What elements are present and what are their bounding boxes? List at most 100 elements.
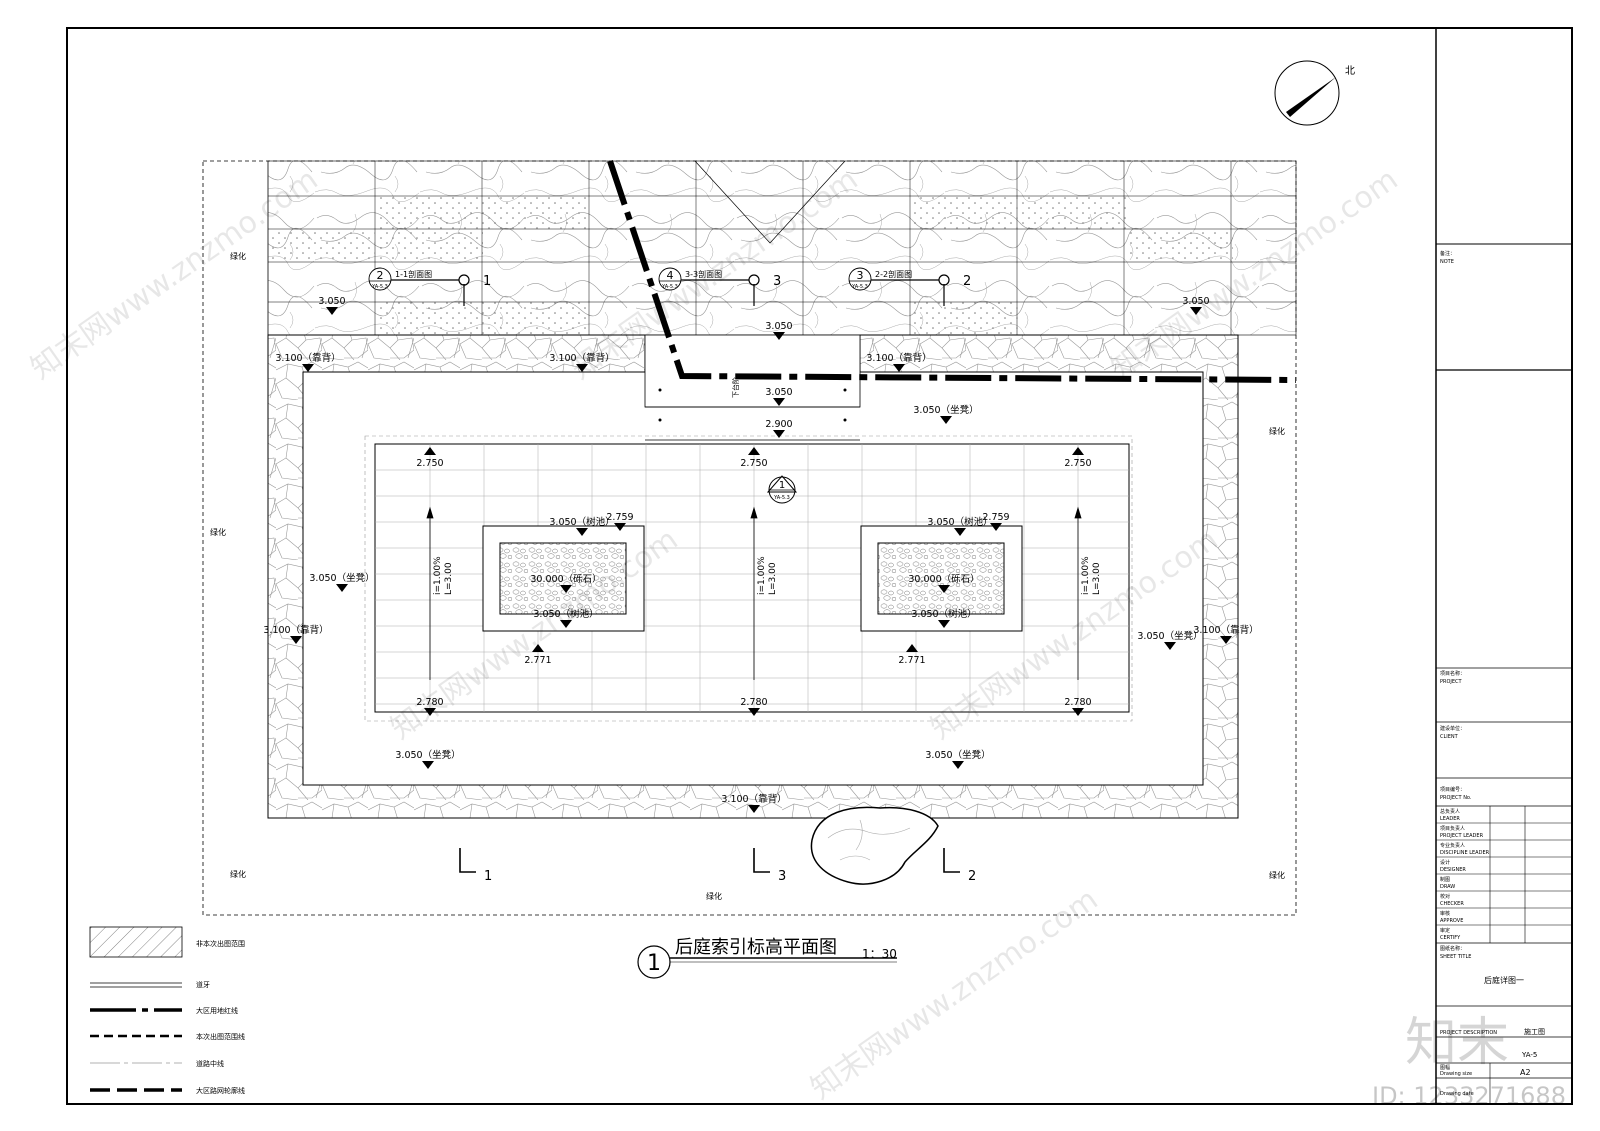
legend: 非本次出图范围 道牙 大区用地红线 本次出图范围线 道路中线 大区路网轮廓线 xyxy=(89,926,245,1095)
elevation-marks: 3.050 3.050 3.050 3.100（靠背） 3.100（靠背） 3.100（靠… xyxy=(263,296,1259,813)
project-label-cn: 项目名称： xyxy=(1440,670,1465,677)
description-value: 施工图 xyxy=(1524,1027,1545,1036)
slope-length: L=3.00 xyxy=(768,562,778,595)
elevation-value: 3.050（树池） xyxy=(533,608,598,620)
role-label-cn: 专业负责人 xyxy=(1440,842,1465,849)
elevation-value: 3.100（靠背） xyxy=(275,352,340,364)
elevation-value: 2.759 xyxy=(606,512,633,523)
drawing-title-block: 1 后庭索引标高平面图 1：30 xyxy=(637,937,897,979)
bottom-section-cuts xyxy=(459,848,960,873)
tree-pool-left xyxy=(482,525,645,632)
role-label-en: DESIGNER xyxy=(1440,867,1466,873)
elevation-mark: 3.050（坐凳） xyxy=(913,404,979,424)
role-label-cn: 设计 xyxy=(1440,859,1450,866)
elevation-mark: 3.100（靠背） xyxy=(721,793,787,813)
note-label-cn: 备注： xyxy=(1440,250,1455,257)
section-ref: YA-5.3 xyxy=(371,284,388,290)
district-red-line xyxy=(607,160,1297,383)
elevation-value: 3.100（靠背） xyxy=(1193,624,1258,636)
section-title: 3-3剖面图 xyxy=(685,269,722,279)
elevation-mark: 3.050（坐凳） xyxy=(1137,630,1203,650)
legend-label-center: 道路中线 xyxy=(196,1059,224,1068)
elevation-value: 2.750 xyxy=(1064,458,1091,469)
green-label-right: 绿化 xyxy=(1269,426,1285,436)
elevation-value: 3.050 xyxy=(318,296,345,307)
elevation-value: 3.100（靠背） xyxy=(263,624,328,636)
client-label-en: CLIENT xyxy=(1440,734,1459,740)
elevation-value: 30.000（砾石） xyxy=(908,573,979,585)
elevation-mark: 3.050（树池） xyxy=(927,516,993,536)
elevation-mark: 3.100（靠背） xyxy=(275,352,341,372)
green-label-top-left: 绿化 xyxy=(230,251,246,261)
watermark-id: ID: 1233271688 xyxy=(1372,1082,1566,1110)
elevation-mark: 3.100（靠背） xyxy=(263,624,329,644)
sheet-frame xyxy=(66,27,1573,1105)
elevation-value: 3.050 xyxy=(765,387,792,398)
title-index-number: 1 xyxy=(647,951,661,976)
elevation-mark: 2.771 xyxy=(898,644,926,666)
elevation-mark: 2.759 xyxy=(606,512,634,531)
drawing-size-label-en: Drawing size xyxy=(1440,1071,1472,1077)
slope-length: L=3.00 xyxy=(1092,562,1102,595)
legend-label-scope: 本次出图范围线 xyxy=(196,1032,245,1041)
legend-curb-swatch xyxy=(90,982,182,988)
drawing-size-value: A2 xyxy=(1520,1068,1531,1077)
section-cut-number-bottom: 1 xyxy=(484,869,492,884)
drawing-size-label-cn: 图幅 xyxy=(1440,1064,1450,1071)
tree-pool-right xyxy=(860,525,1023,632)
role-label-en: LEADER xyxy=(1440,816,1460,822)
drawing-title: 后庭索引标高平面图 xyxy=(675,937,837,958)
section-number: 4 xyxy=(667,269,674,282)
section-cut-number: 1 xyxy=(483,274,491,289)
role-label-en: PROJECT LEADER xyxy=(1440,833,1484,839)
elevation-mark: 3.050 xyxy=(765,321,793,340)
watermark-site-6: 知末网www.znzmo.com xyxy=(805,882,1105,1107)
center-index-number: 1 xyxy=(779,480,785,491)
project-no-label-en: PROJECT No. xyxy=(1440,795,1472,801)
role-label-cn: 审核 xyxy=(1440,910,1450,917)
center-index-ref: YA-5.3 xyxy=(773,495,790,501)
elevation-value: 2.780 xyxy=(740,697,767,708)
elevation-value: 3.050（树池） xyxy=(549,516,614,528)
elevation-mark: 2.750 xyxy=(1064,447,1092,469)
legend-label-roadnet: 大区路网轮廓线 xyxy=(196,1086,245,1095)
section-cut-number: 2 xyxy=(963,274,971,289)
elevation-value: 2.780 xyxy=(1064,697,1091,708)
description-label-en: PROJECT DESCRIPTION xyxy=(1440,1030,1497,1036)
elevation-mark: 2.780 xyxy=(1064,697,1092,716)
elevation-mark: 30.000（砾石） xyxy=(908,573,980,593)
section-title: 1-1剖面图 xyxy=(395,269,432,279)
elevation-mark: 2.750 xyxy=(416,447,444,469)
elevation-value: 2.750 xyxy=(416,458,443,469)
elevation-mark: 3.050（坐凳） xyxy=(395,749,461,769)
role-label-en: DRAW xyxy=(1440,884,1455,890)
elevation-mark: 3.050（树池） xyxy=(549,516,615,536)
north-label: 北 xyxy=(1345,65,1355,77)
green-zone-labels: 绿化 绿化 绿化 绿化 绿化 绿化 xyxy=(210,251,1285,901)
center-index-symbol: 1 YA-5.3 xyxy=(766,475,798,504)
elevation-mark: 3.050 xyxy=(765,387,793,406)
role-label-en: CERTIFY xyxy=(1440,935,1461,941)
elevation-mark: 3.100（靠背） xyxy=(1193,624,1259,644)
role-label-cn: 制图 xyxy=(1440,876,1450,883)
green-label-bottom-left: 绿化 xyxy=(230,869,246,879)
elevation-mark: 2.771 xyxy=(524,644,552,666)
slope-grade: i=1.00% xyxy=(1081,556,1091,595)
marble-paving-band xyxy=(267,160,1297,336)
client-label-cn: 建设单位： xyxy=(1440,725,1465,732)
elevation-mark: 3.050（树池） xyxy=(533,608,599,628)
elevation-value: 3.050（坐凳） xyxy=(925,749,990,761)
elevation-value: 3.050 xyxy=(1182,296,1209,307)
elevation-mark: 30.000（砾石） xyxy=(530,573,602,593)
section-cut-number-bottom: 2 xyxy=(968,869,976,884)
section-cut-number: 3 xyxy=(773,274,781,289)
elevation-mark: 3.050（坐凳） xyxy=(925,749,991,769)
legend-hatch-swatch xyxy=(89,926,183,958)
legend-label-curb: 道牙 xyxy=(196,980,210,989)
elevation-mark: 3.050 xyxy=(318,296,346,315)
project-label-en: PROJECT xyxy=(1440,679,1463,685)
elevation-value: 3.050（坐凳） xyxy=(395,749,460,761)
elevation-value: 3.050（树池） xyxy=(911,608,976,620)
feature-rock xyxy=(810,806,939,885)
